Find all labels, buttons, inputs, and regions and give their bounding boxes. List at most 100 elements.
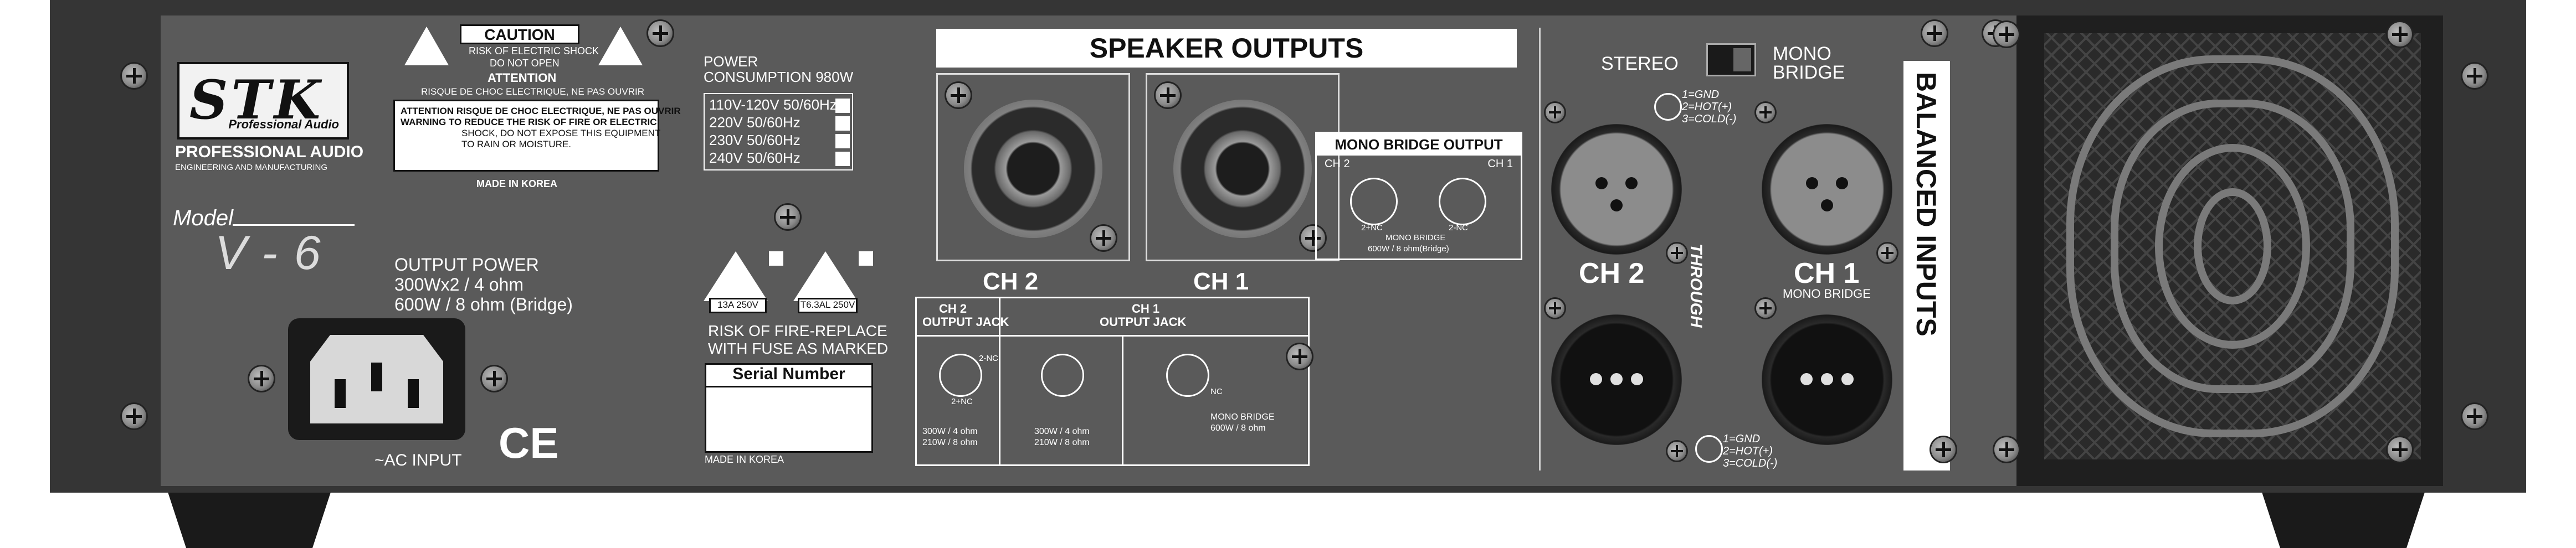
ch1-xlr-female-input[interactable]: [1762, 124, 1892, 255]
brand-line1: PROFESSIONAL AUDIO: [175, 143, 364, 161]
ch1-spec1: 300W / 4 ohm: [1034, 427, 1090, 436]
voltage-option: 110V-120V 50/60Hz: [709, 96, 837, 113]
model-underline: [233, 224, 355, 226]
fuse-rating-right-text: T6.3AL 250V: [800, 299, 855, 310]
xlr-pin-icon: [1800, 373, 1813, 385]
checkbox-icon: [859, 251, 873, 266]
output-power-title: OUTPUT POWER: [394, 255, 539, 275]
ch2-xlr-male-through[interactable]: [1551, 314, 1682, 445]
panel-screw-icon: [1922, 21, 1947, 45]
output-jack-diagram: CH 2 OUTPUT JACK CH 1 OUTPUT JACK 2-NC 2…: [915, 297, 1310, 466]
xlr-pin-diagram-icon: [1695, 435, 1723, 463]
ch2-spec2: 210W / 8 ohm: [922, 438, 978, 447]
left-foot: [166, 487, 332, 548]
checkbox-icon: [835, 152, 850, 166]
caution-line2: DO NOT OPEN: [490, 58, 560, 69]
output-power-line2: 600W / 8 ohm (Bridge): [394, 294, 573, 314]
fuse-warning-icon: [704, 251, 768, 301]
ch1-jack-icon: [1041, 354, 1084, 397]
connector-screw-icon: [1156, 83, 1180, 107]
ch2-nc-minus: 2-NC: [979, 354, 999, 363]
model-name: V-6: [215, 226, 337, 280]
balanced-inputs-label: BALANCED INPUTS: [1911, 72, 1942, 337]
diagram-divider: [917, 335, 1308, 337]
fan-guard-ring: [2194, 188, 2271, 304]
output-power-line1: 300Wx2 / 4 ohm: [394, 275, 524, 294]
warning-box: ATTENTION RISQUE DE CHOC ELECTRIQUE, NE …: [393, 100, 681, 172]
ac-inlet[interactable]: [288, 318, 465, 440]
ac-pin-icon: [408, 379, 419, 408]
high-voltage-warning-icon: [404, 27, 449, 65]
caution-title: CAUTION: [484, 26, 555, 43]
xlr-pin-icon: [1625, 177, 1638, 189]
mono-footer1: MONO BRIDGE: [1386, 233, 1446, 242]
voltage-selector-box: 110V-120V 50/60Hz 220V 50/60Hz 230V 50/6…: [704, 93, 853, 170]
xlr-pin-icon: [1631, 373, 1643, 385]
bridge-jack-icon: [1166, 354, 1209, 397]
switch-knob: [1733, 48, 1751, 71]
ch2-speakon-jack[interactable]: [964, 100, 1102, 238]
warning-line1: ATTENTION RISQUE DE CHOC ELECTRIQUE, NE …: [401, 106, 681, 116]
ch2-jack-title2: OUTPUT JACK: [922, 315, 1009, 329]
fan-screw-icon: [2388, 437, 2412, 462]
attention-title: ATTENTION: [488, 71, 557, 85]
fuse-warning-line2: WITH FUSE AS MARKED: [708, 340, 889, 357]
mono-ch1-label: CH 1: [1487, 158, 1513, 170]
rack-screw-icon: [122, 64, 146, 88]
xlr-pin-icon: [1595, 177, 1608, 189]
rack-screw-icon: [2462, 404, 2487, 428]
ch1-xlr-male-through[interactable]: [1762, 314, 1892, 445]
bridge-spec1: MONO BRIDGE: [1210, 412, 1275, 422]
mono-bridge-title: MONO BRIDGE OUTPUT: [1317, 133, 1521, 156]
connector-screw-icon: [1756, 103, 1775, 122]
connector-screw-icon: [1301, 226, 1325, 250]
ch2-xlr-female-input[interactable]: [1551, 124, 1682, 255]
caution-label: CAUTION: [460, 24, 579, 44]
panel-screw-icon: [1931, 437, 1956, 462]
voltage-option: 230V 50/60Hz: [709, 132, 800, 148]
inlet-screw-icon: [249, 366, 274, 391]
mono-footer2: 600W / 8 ohm(Bridge): [1368, 244, 1449, 254]
mono-nc-label: 2+NC: [1361, 223, 1383, 232]
xlr-pin-icon: [1610, 373, 1623, 385]
connector-screw-icon: [1667, 244, 1686, 262]
ch2-jack-icon: [939, 354, 982, 397]
xlr-pin-icon: [1841, 373, 1854, 385]
diagram-divider: [1122, 335, 1123, 464]
mono-ch2-jack-icon: [1350, 178, 1398, 225]
checkbox-icon: [769, 251, 783, 266]
speaker-outputs-banner: SPEAKER OUTPUTS: [936, 29, 1517, 68]
ch1-jack-title1: CH 1: [1132, 302, 1160, 316]
voltage-option: 220V 50/60Hz: [709, 114, 800, 131]
exclamation-warning-icon: [598, 27, 643, 65]
caution-line1: RISK OF ELECTRIC SHOCK: [469, 45, 599, 56]
ac-pin-icon: [335, 379, 346, 408]
checkbox-icon: [835, 116, 850, 131]
through-label: THROUGH: [1687, 244, 1705, 328]
panel-screw-icon: [648, 21, 673, 45]
xlr-pin-icon: [1610, 199, 1623, 211]
pin2-label: 2=HOT(+): [1723, 445, 1773, 457]
fuse-rating-left-text: 13A 250V: [717, 299, 758, 310]
fan-screw-icon: [1994, 437, 2019, 462]
mono-bridge-diagram: MONO BRIDGE OUTPUT CH 2 CH 1 2+NC 2-NC M…: [1315, 132, 1522, 260]
rack-screw-icon: [2462, 64, 2487, 88]
mono-ch2-label: CH 2: [1325, 158, 1350, 170]
panel-screw-icon: [776, 205, 800, 229]
right-foot: [2260, 487, 2426, 548]
stereo-mono-switch[interactable]: [1706, 43, 1756, 76]
ch2-spec1: 300W / 4 ohm: [922, 427, 978, 436]
warning-line3: SHOCK, DO NOT EXPOSE THIS EQUIPMENT: [461, 128, 661, 138]
checkbox-icon: [835, 99, 850, 113]
ch1-speakon-jack[interactable]: [1173, 100, 1312, 238]
connector-screw-icon: [1667, 442, 1686, 461]
serial-made-in: MADE IN KOREA: [705, 454, 784, 465]
section-divider: [1539, 28, 1541, 471]
checkbox-icon: [835, 134, 850, 148]
panel-screw-icon: [1287, 344, 1312, 369]
ch2-input-label: CH 2: [1579, 257, 1645, 289]
connector-screw-icon: [1756, 299, 1775, 318]
voltage-option: 240V 50/60Hz: [709, 149, 800, 166]
model-label: Model: [173, 206, 233, 230]
